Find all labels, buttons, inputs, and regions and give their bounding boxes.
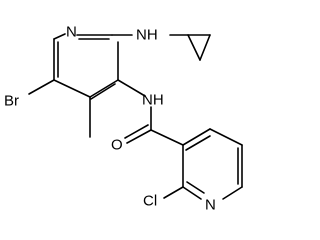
bond bbox=[117, 79, 146, 97]
bond bbox=[124, 124, 149, 139]
atom-label-n-top-pyridine: N bbox=[66, 24, 77, 41]
bond bbox=[199, 34, 211, 61]
atom-label-nh-amide: NH bbox=[142, 92, 164, 109]
bond bbox=[126, 129, 152, 144]
atom-label-br: Br bbox=[4, 93, 19, 110]
atom-label-cl: Cl bbox=[143, 193, 157, 210]
bond bbox=[90, 83, 116, 100]
bond bbox=[28, 79, 55, 95]
atom-label-nh-cyclopropyl: NH bbox=[136, 27, 158, 44]
bond bbox=[53, 79, 91, 98]
atom-label-o: O bbox=[111, 137, 123, 154]
atom-label-n-bottom-pyridine: N bbox=[205, 197, 216, 214]
chemical-structure-diagram: N NH Br NH O Cl N bbox=[4, 24, 243, 214]
bond bbox=[185, 135, 211, 151]
bond bbox=[150, 129, 184, 146]
bond bbox=[53, 33, 66, 40]
bond bbox=[187, 34, 201, 61]
bond bbox=[186, 181, 205, 194]
bond bbox=[222, 186, 243, 200]
bond bbox=[209, 128, 243, 146]
bond bbox=[89, 79, 119, 98]
bond bbox=[163, 186, 184, 199]
bond bbox=[182, 186, 202, 200]
bonds bbox=[28, 33, 243, 200]
atom-labels: N NH Br NH O Cl N bbox=[4, 24, 216, 214]
bond bbox=[182, 128, 211, 146]
